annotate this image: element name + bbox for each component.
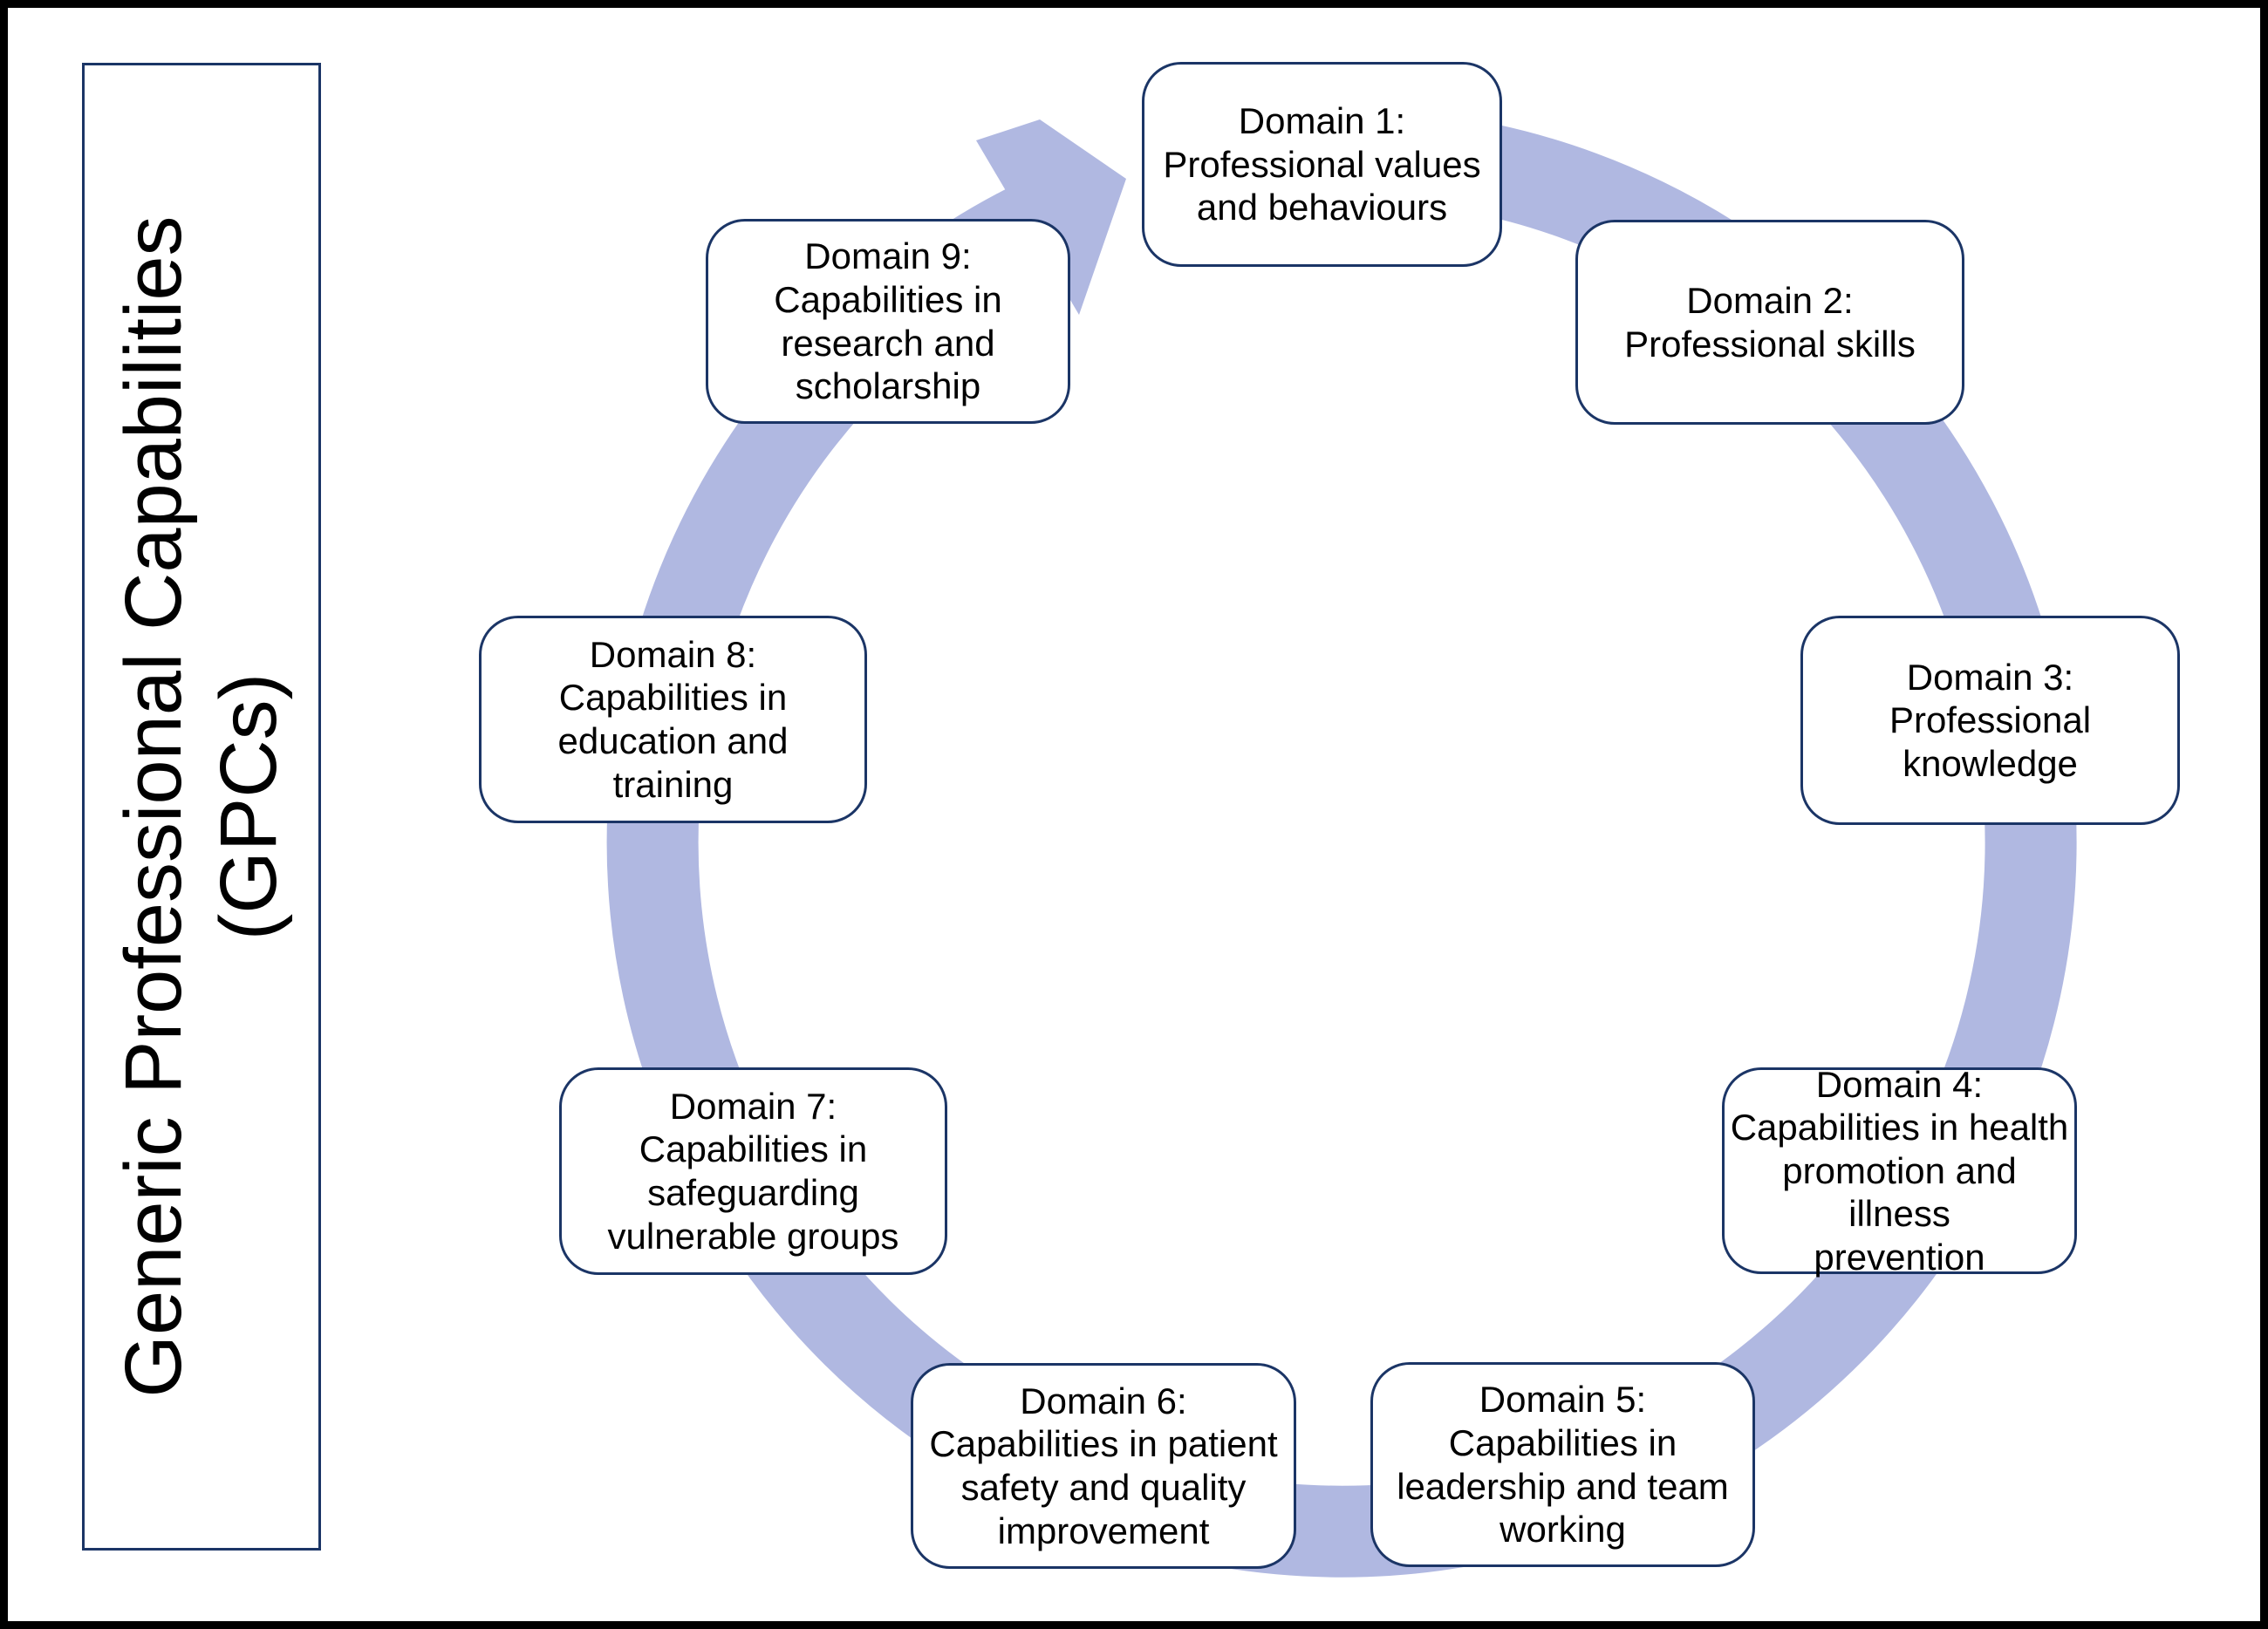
text-line: Professional xyxy=(1889,699,2092,741)
domain-box-2: Domain 2:Professional skills xyxy=(1575,220,1964,425)
text-line: scholarship xyxy=(795,365,981,407)
domain-label-2: Domain 2:Professional skills xyxy=(1578,279,1962,365)
text-line: Domain 3: xyxy=(1906,656,2074,698)
text-line: Domain 6: xyxy=(1020,1380,1187,1421)
text-line: Capabilities in xyxy=(558,677,788,719)
text-line: education and xyxy=(557,720,789,761)
text-line: safeguarding xyxy=(647,1172,859,1213)
side-title-panel: Generic Professional Capabilities(GPCs) xyxy=(82,63,321,1551)
text-line: working xyxy=(1499,1509,1626,1551)
text-line: knowledge xyxy=(1903,742,2078,784)
text-line: Domain 5: xyxy=(1479,1379,1647,1421)
text-line: and behaviours xyxy=(1196,187,1448,228)
text-line: vulnerable groups xyxy=(607,1215,899,1257)
text-line: leadership and team xyxy=(1397,1465,1729,1507)
text-line: Domain 9: xyxy=(804,235,972,277)
text-line: Domain 7: xyxy=(669,1085,837,1127)
text-line: research and xyxy=(781,322,995,364)
text-line: Capabilities in patient xyxy=(929,1423,1278,1465)
text-line: Domain 4: xyxy=(1815,1063,1984,1105)
text-line: Domain 2: xyxy=(1686,279,1854,321)
text-line: promotion and illness xyxy=(1782,1149,2017,1235)
text-line: safety and quality xyxy=(960,1467,1247,1508)
text-line: Capabilities in health xyxy=(1730,1107,2069,1148)
text-line: training xyxy=(612,763,734,805)
text-line: Professional values xyxy=(1163,143,1481,185)
text-line: Domain 8: xyxy=(589,633,757,675)
text-line: prevention xyxy=(1814,1236,1985,1278)
text-line: improvement xyxy=(997,1510,1210,1551)
side-title: Generic Professional Capabilities(GPCs) xyxy=(85,65,318,1548)
text-line: Capabilities in xyxy=(639,1128,868,1170)
text-line: Capabilities in xyxy=(774,278,1002,320)
text-line: Professional skills xyxy=(1624,323,1916,365)
text-line: Domain 1: xyxy=(1238,100,1406,142)
text-line: (GPCs) xyxy=(204,672,293,941)
text-line: Generic Professional Capabilities xyxy=(109,215,199,1398)
text-line: Capabilities in xyxy=(1448,1421,1677,1463)
cycle-arrow-head xyxy=(976,119,1126,315)
